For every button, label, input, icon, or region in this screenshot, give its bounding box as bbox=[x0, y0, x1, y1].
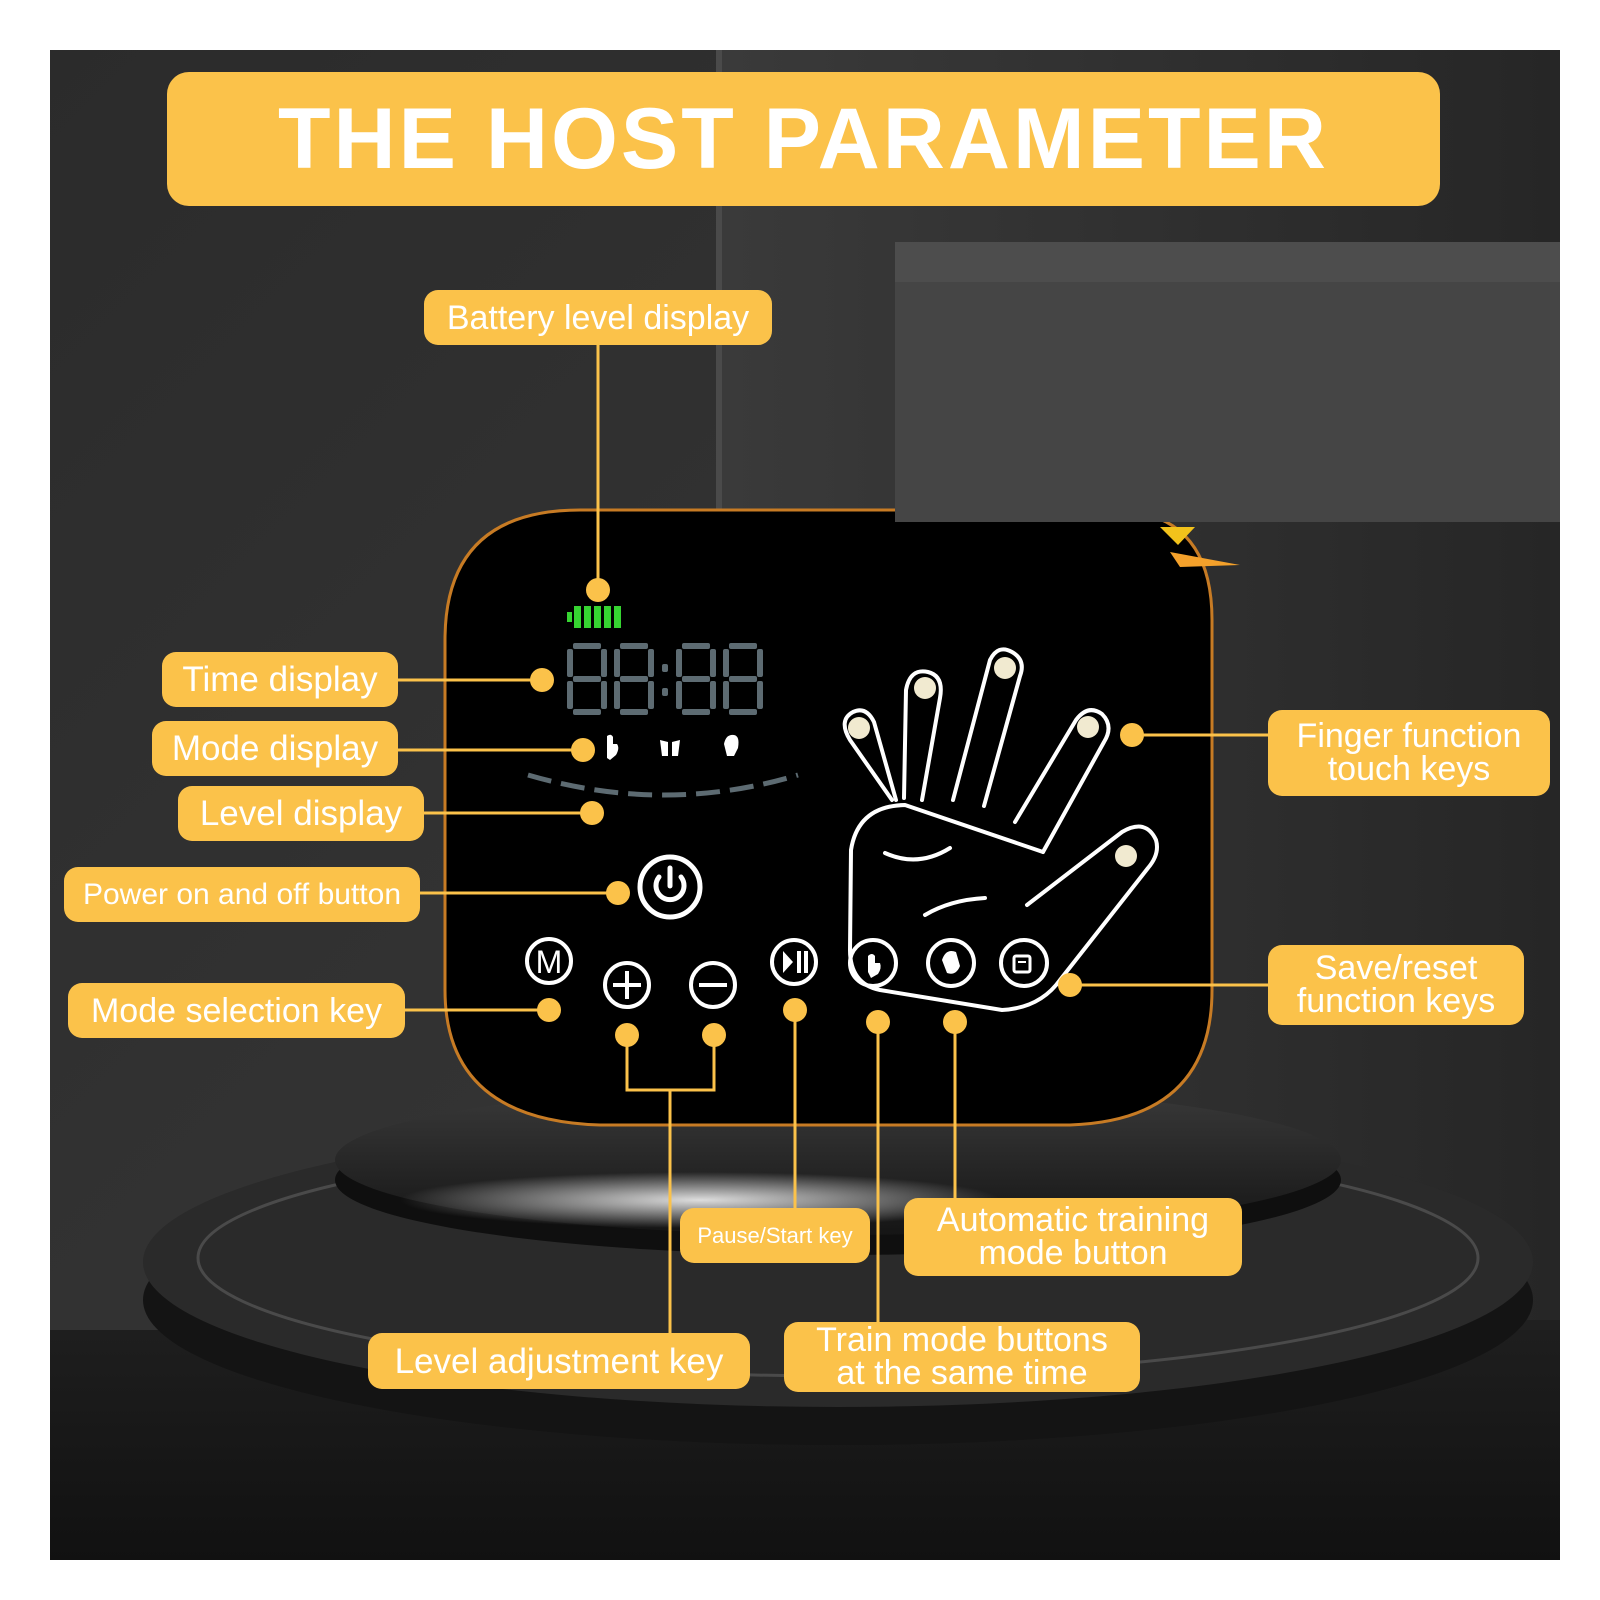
redacted-block bbox=[895, 242, 1560, 522]
level-plus-key[interactable] bbox=[603, 961, 651, 1009]
anchor-dots bbox=[530, 578, 1144, 1047]
digit-segment bbox=[682, 709, 710, 715]
level-minus-key[interactable] bbox=[689, 961, 737, 1009]
digit-segment bbox=[757, 649, 763, 677]
power-ring bbox=[637, 854, 703, 920]
label-pause-start-key: Pause/Start key bbox=[680, 1208, 870, 1263]
digit-segment bbox=[573, 676, 601, 682]
power-icon bbox=[653, 874, 687, 903]
save-icon bbox=[1012, 954, 1032, 974]
power-button[interactable] bbox=[637, 854, 703, 920]
digit-segment bbox=[662, 688, 668, 696]
digit-segment bbox=[676, 649, 682, 677]
digit-segment bbox=[757, 681, 763, 709]
digit-segment bbox=[662, 664, 668, 672]
digit-segment bbox=[620, 643, 648, 649]
page-title: THE HOST PARAMETER bbox=[278, 90, 1329, 187]
battery-bar bbox=[594, 606, 601, 628]
battery-tip bbox=[567, 612, 572, 622]
battery-bar bbox=[574, 606, 581, 628]
single-hand-mode-icon bbox=[607, 734, 619, 760]
auto-hand-icon bbox=[942, 951, 960, 974]
digit-segment bbox=[682, 676, 710, 682]
digit-segment bbox=[601, 681, 607, 709]
battery-bar bbox=[614, 606, 621, 628]
finger-pinky-outline bbox=[842, 708, 898, 802]
automatic-training-button[interactable] bbox=[926, 938, 976, 988]
finger-middle-outline bbox=[951, 647, 1024, 808]
corner-marker bbox=[1160, 527, 1195, 545]
pause-start-key[interactable] bbox=[770, 938, 818, 986]
label-finger-function-touch-keys: Finger function touch keys bbox=[1268, 710, 1550, 796]
time-display bbox=[567, 643, 763, 715]
fingertip-middle-key[interactable] bbox=[994, 657, 1016, 679]
label-level-adjustment-key: Level adjustment key bbox=[368, 1333, 750, 1389]
digit-segment bbox=[573, 709, 601, 715]
digit-segment bbox=[682, 643, 710, 649]
label-automatic-training-mode-button: Automatic training mode button bbox=[904, 1198, 1242, 1276]
digit-segment bbox=[567, 681, 573, 709]
battery-bar bbox=[584, 606, 591, 628]
device-panel bbox=[443, 508, 1214, 1127]
level-display-arc bbox=[527, 772, 799, 798]
fingertip-pinky-key[interactable] bbox=[848, 717, 870, 739]
digit-segment bbox=[648, 681, 654, 709]
train-mode-button[interactable] bbox=[848, 938, 898, 988]
fingertip-index-key[interactable] bbox=[1077, 716, 1099, 738]
digit-segment bbox=[620, 709, 648, 715]
fingertip-thumb-key[interactable] bbox=[1115, 845, 1137, 867]
palm-line-lower bbox=[923, 896, 987, 917]
digit-segment bbox=[710, 649, 716, 677]
hand-touch-panel bbox=[842, 647, 1159, 1012]
label-mode-display: Mode display bbox=[152, 721, 398, 776]
digit-segment bbox=[723, 681, 729, 709]
label-battery-level-display: Battery level display bbox=[424, 290, 772, 345]
finger-ring-outline bbox=[902, 669, 943, 802]
wall-seam bbox=[716, 50, 722, 510]
label-save-reset-function-keys: Save/reset function keys bbox=[1268, 945, 1524, 1025]
digit-segment bbox=[729, 676, 757, 682]
mode-selection-key[interactable]: M bbox=[525, 937, 573, 985]
label-level-display: Level display bbox=[178, 786, 424, 841]
label-mode-selection-key: Mode selection key bbox=[68, 983, 405, 1038]
palm-line-upper bbox=[883, 846, 952, 862]
mode-m-icon: M bbox=[536, 944, 563, 980]
title-banner: THE HOST PARAMETER bbox=[167, 72, 1440, 206]
digit-segment bbox=[614, 649, 620, 677]
mode-icons bbox=[607, 734, 739, 760]
label-time-display: Time display bbox=[162, 652, 398, 707]
battery-indicator bbox=[567, 606, 621, 628]
finger-index-outline bbox=[1013, 708, 1111, 854]
fingertip-ring-key[interactable] bbox=[914, 677, 936, 699]
play-pause-icon bbox=[783, 951, 793, 973]
digit-segment bbox=[601, 649, 607, 677]
digit-segment bbox=[648, 649, 654, 677]
save-reset-button[interactable] bbox=[999, 938, 1049, 988]
digit-segment bbox=[573, 643, 601, 649]
battery-bar bbox=[604, 606, 611, 628]
digit-segment bbox=[620, 676, 648, 682]
redacted-block-top bbox=[895, 242, 1560, 282]
digit-segment bbox=[567, 649, 573, 677]
digit-segment bbox=[729, 643, 757, 649]
digit-segment bbox=[614, 681, 620, 709]
leader-lines bbox=[398, 345, 1268, 1333]
fist-mode-icon bbox=[724, 734, 739, 756]
label-power-on-off-button: Power on and off button bbox=[64, 867, 420, 922]
fingertip-keys[interactable] bbox=[848, 657, 1137, 867]
digit-segment bbox=[676, 681, 682, 709]
digit-segment bbox=[710, 681, 716, 709]
digit-segment bbox=[723, 649, 729, 677]
corner-marker-2 bbox=[1170, 552, 1240, 567]
palm-thumb-outline bbox=[848, 803, 1159, 1012]
digit-segment bbox=[729, 709, 757, 715]
hand-icon bbox=[868, 954, 881, 978]
two-hands-mode-icon bbox=[656, 740, 680, 756]
label-train-mode-buttons-same-time: Train mode buttons at the same time bbox=[784, 1322, 1140, 1392]
